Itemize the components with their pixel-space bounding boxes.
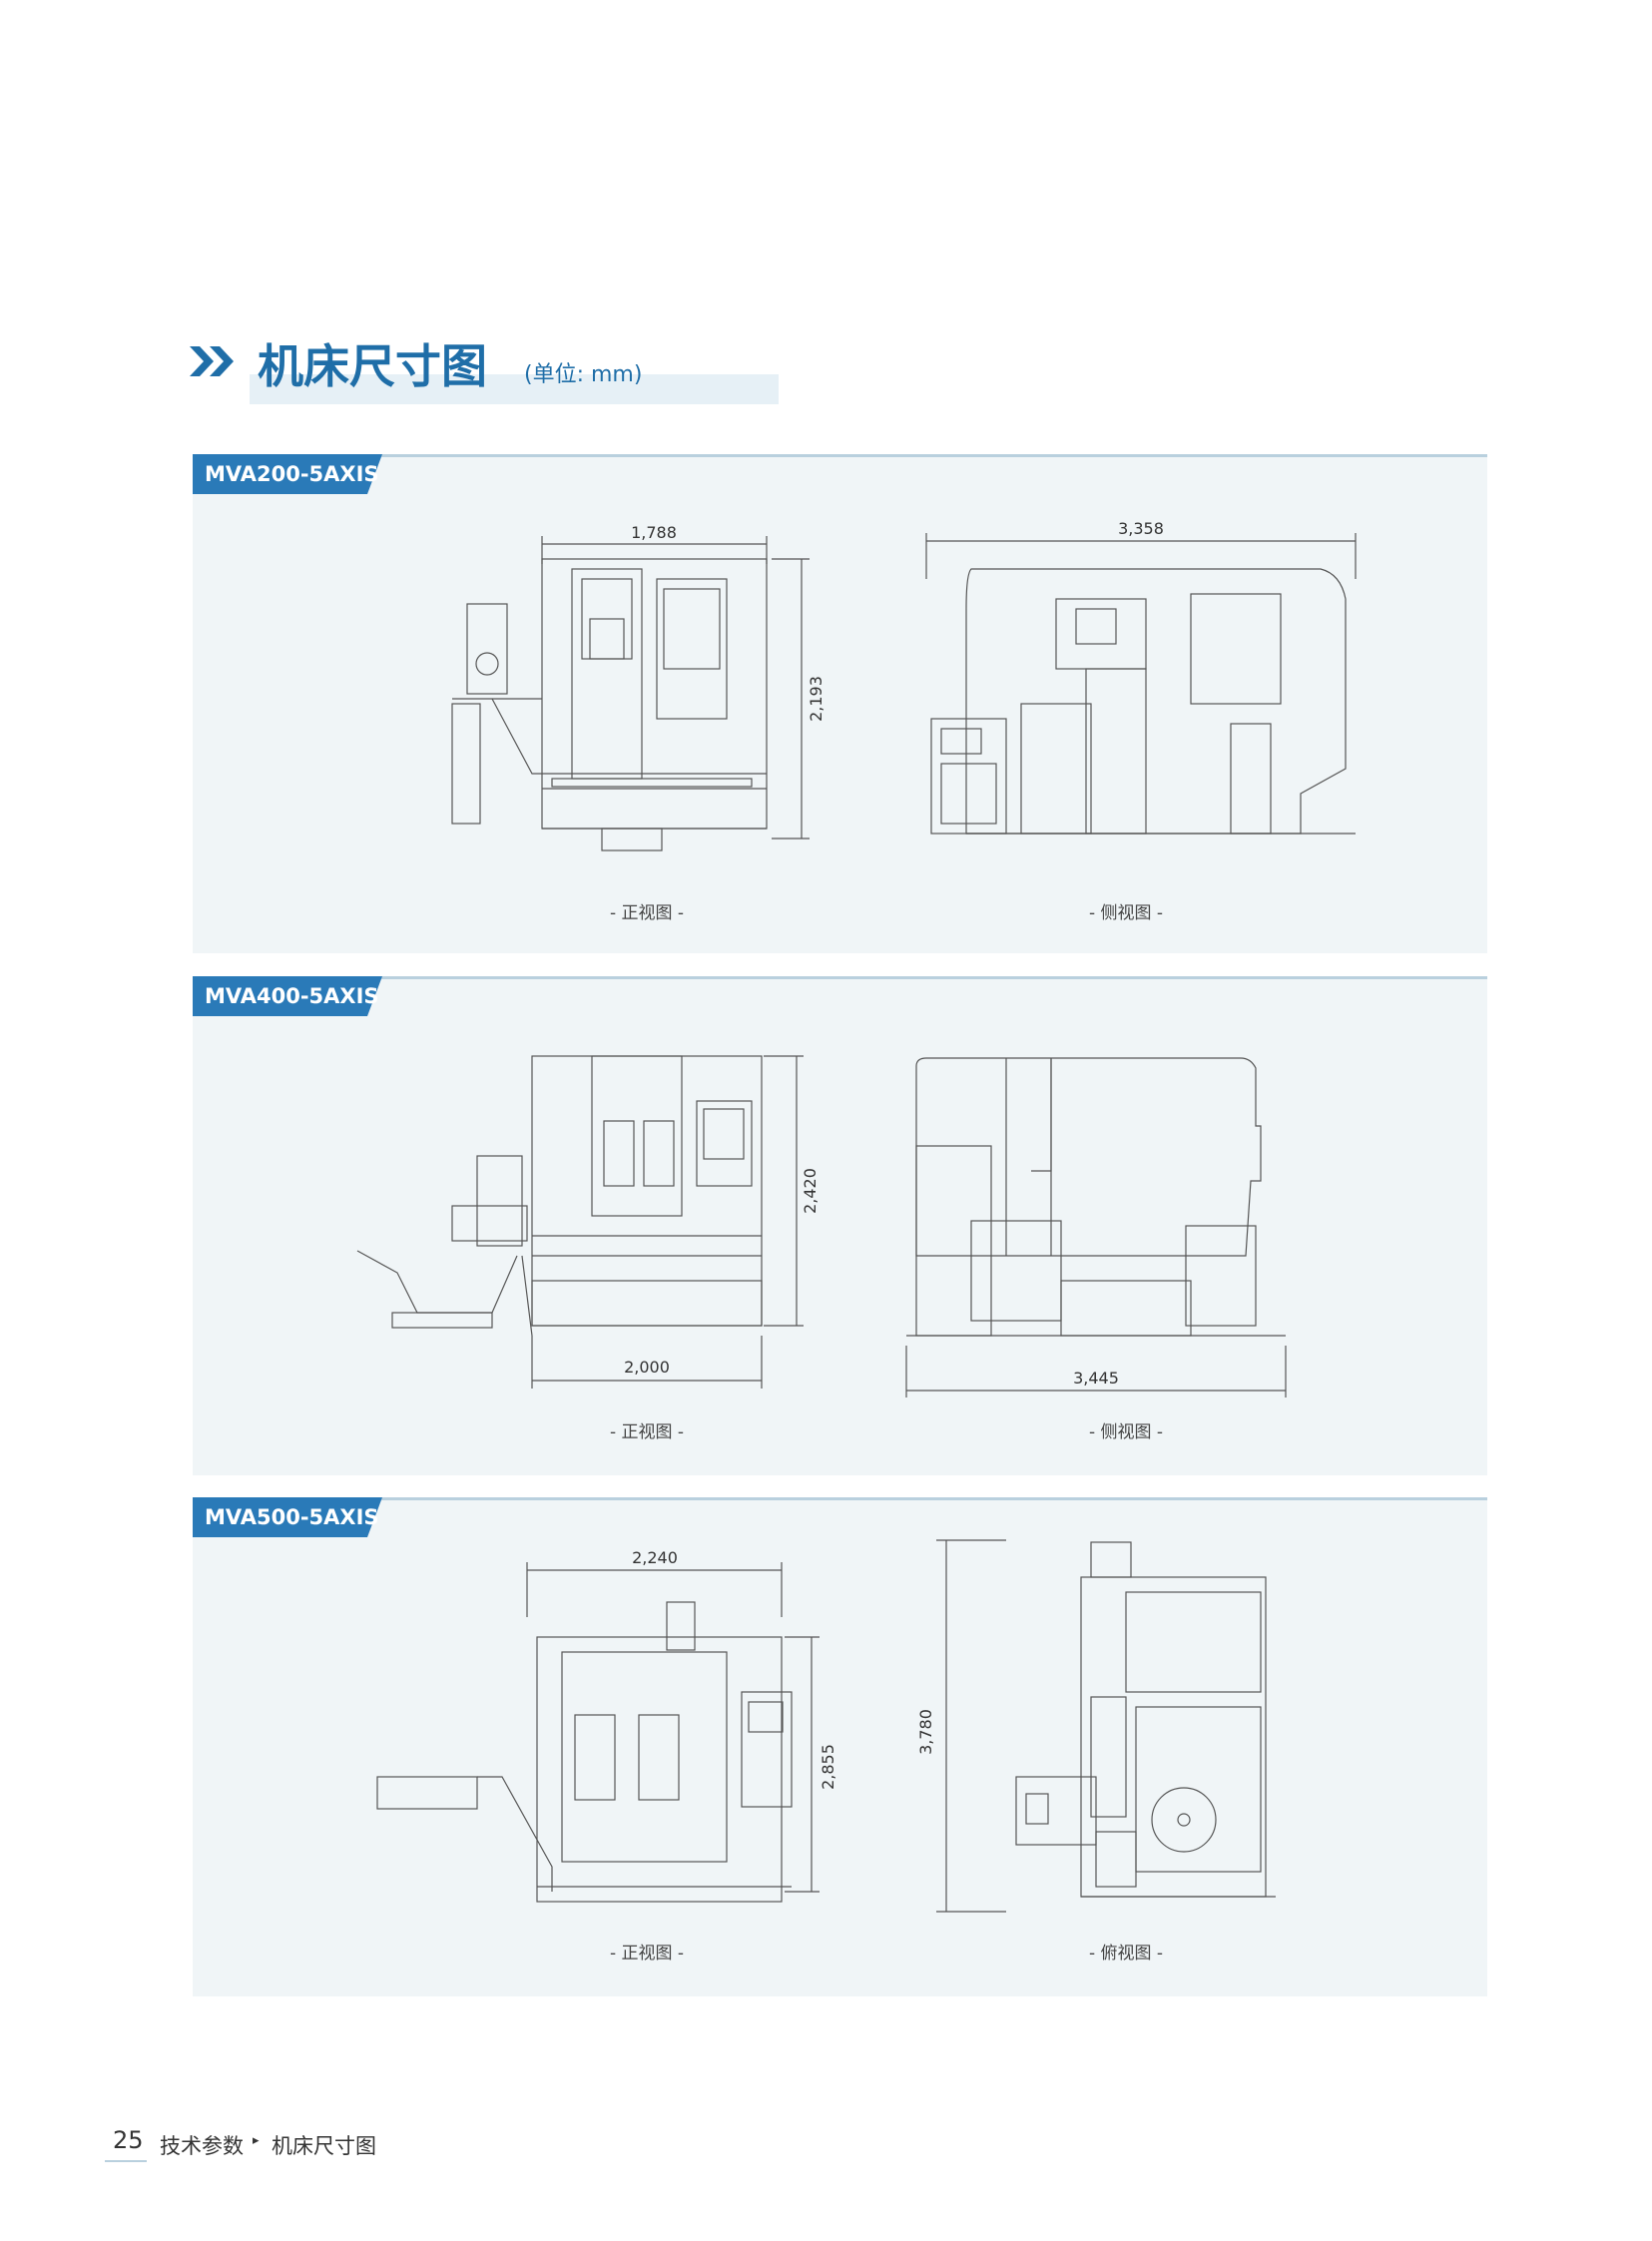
title-highlight <box>250 374 779 404</box>
model-tag: MVA200-5AXIS <box>193 454 382 494</box>
front-view-drawing: 1,788 2,193 <box>432 523 851 863</box>
height-dimension: 2,193 <box>807 676 826 722</box>
page-heading: 机床尺寸图 (单位: mm) <box>190 324 779 404</box>
top-view-drawing: 3,780 <box>916 1532 1306 1917</box>
side-view-drawing: 3,445 <box>905 1056 1306 1401</box>
page-title: 机床尺寸图 <box>258 339 487 393</box>
side-view-drawing: 3,358 <box>911 519 1371 863</box>
double-chevron-icon <box>190 346 234 376</box>
width-dimension: 1,788 <box>631 523 677 542</box>
page-number: 25 <box>113 2126 144 2154</box>
front-view-caption: - 正视图 - <box>609 1422 685 1442</box>
top-view-caption: - 俯视图 - <box>1088 1944 1164 1963</box>
model-tag: MVA400-5AXIS <box>193 976 382 1016</box>
model-name: MVA500-5AXIS <box>205 1505 379 1529</box>
breadcrumb-page: 机床尺寸图 <box>272 2134 376 2158</box>
front-view-caption: - 正视图 - <box>609 903 685 923</box>
model-tag: MVA500-5AXIS <box>193 1497 382 1537</box>
section-mva400: MVA400-5AXIS 2,420 2,000 - 正视图 - <box>193 976 1487 1475</box>
width-dimension: 2,000 <box>624 1358 670 1377</box>
front-view-drawing: 2,240 2,855 <box>376 1547 876 1927</box>
breadcrumb-section: 技术参数 <box>160 2134 244 2158</box>
width-dimension: 3,445 <box>1073 1369 1119 1388</box>
model-name: MVA400-5AXIS <box>205 984 379 1008</box>
page-footer: 25 技术参数 ▸ 机床尺寸图 <box>105 2126 504 2166</box>
model-name: MVA200-5AXIS <box>205 462 379 486</box>
front-view-drawing: 2,420 2,000 <box>352 1051 851 1410</box>
width-dimension: 2,240 <box>632 1548 678 1567</box>
unit-note: (单位: mm) <box>524 362 643 387</box>
breadcrumb-arrow-icon: ▸ <box>253 2133 260 2148</box>
height-dimension: 2,855 <box>819 1744 837 1790</box>
side-view-caption: - 侧视图 - <box>1088 903 1164 923</box>
section-mva500: MVA500-5AXIS 2,240 2,855 - 正视图 - 3,780 <box>193 1497 1487 1996</box>
height-dimension: 2,420 <box>801 1168 820 1214</box>
side-view-caption: - 侧视图 - <box>1088 1422 1164 1442</box>
section-mva200: MVA200-5AXIS 1,788 2,193 - 正视图 - <box>193 454 1487 953</box>
height-dimension: 3,780 <box>916 1709 935 1755</box>
width-dimension: 3,358 <box>1118 519 1164 538</box>
front-view-caption: - 正视图 - <box>609 1944 685 1963</box>
